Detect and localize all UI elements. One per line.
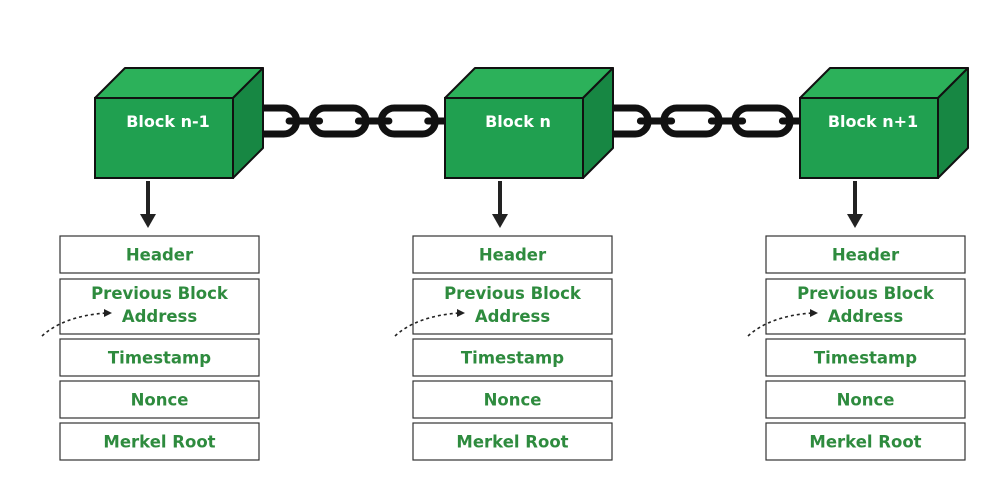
arrows-layer: [140, 181, 863, 228]
field-header-box: [765, 235, 966, 274]
block-cube-3: Block n+1: [799, 67, 969, 179]
field-previous-block-address-label-line-2: Address: [475, 307, 551, 326]
field-previous-block-address-label-line-1: Previous Block: [797, 284, 935, 303]
dashed-arrow-head: [104, 309, 112, 317]
field-timestamp-label: Timestamp: [108, 349, 211, 368]
field-previous-block-address-label-line-2: Address: [828, 307, 904, 326]
field-nonce-label: Nonce: [837, 391, 895, 410]
field-previous-block-address-label-line-2: Address: [122, 307, 198, 326]
field-nonce-box: [59, 380, 260, 419]
field-merkel-root-box: [412, 422, 613, 461]
field-timestamp-box: [765, 338, 966, 377]
field-previous-block-address-box: [412, 278, 613, 335]
block-label: Block n-1: [126, 112, 210, 131]
dashed-arrow-head: [810, 309, 818, 317]
field-timestamp-label: Timestamp: [814, 349, 917, 368]
block-cube-1: Block n-1: [94, 67, 264, 179]
field-timestamp-box: [59, 338, 260, 377]
block-label: Block n: [485, 112, 551, 131]
field-header-box: [59, 235, 260, 274]
dashed-curve: [394, 312, 460, 337]
field-previous-block-address-box: [765, 278, 966, 335]
block-label: Block n+1: [828, 112, 918, 131]
dashed-arrow-head: [457, 309, 465, 317]
field-timestamp-box: [412, 338, 613, 377]
field-nonce-label: Nonce: [131, 391, 189, 410]
field-merkel-root-label: Merkel Root: [103, 433, 215, 452]
blocks-layer: Block n-1 Block n Block n+1: [94, 67, 969, 179]
previous-pointer-1: [41, 309, 112, 337]
field-header-label: Header: [126, 246, 194, 265]
dashed-curve: [747, 312, 813, 337]
field-merkel-root-label: Merkel Root: [809, 433, 921, 452]
down-arrow-3: [847, 181, 863, 228]
field-header-box: [412, 235, 613, 274]
arrow-head: [847, 214, 863, 228]
cube-front-face: [94, 97, 234, 179]
cube-front-face: [444, 97, 584, 179]
field-previous-block-address-label-line-1: Previous Block: [444, 284, 582, 303]
arrow-head: [140, 214, 156, 228]
field-merkel-root-label: Merkel Root: [456, 433, 568, 452]
field-merkel-root-box: [765, 422, 966, 461]
dashed-curve: [41, 312, 107, 337]
previous-pointer-2: [394, 309, 465, 337]
block-cube-2: Block n: [444, 67, 614, 179]
field-header-label: Header: [479, 246, 547, 265]
field-nonce-box: [412, 380, 613, 419]
arrow-head: [492, 214, 508, 228]
field-header-label: Header: [832, 246, 900, 265]
dashed-pointers-layer: [41, 309, 818, 337]
cube-front-face: [799, 97, 939, 179]
down-arrow-1: [140, 181, 156, 228]
down-arrow-2: [492, 181, 508, 228]
field-previous-block-address-box: [59, 278, 260, 335]
field-previous-block-address-label-line-1: Previous Block: [91, 284, 229, 303]
field-nonce-box: [765, 380, 966, 419]
field-merkel-root-box: [59, 422, 260, 461]
previous-pointer-3: [747, 309, 818, 337]
field-timestamp-label: Timestamp: [461, 349, 564, 368]
field-nonce-label: Nonce: [484, 391, 542, 410]
